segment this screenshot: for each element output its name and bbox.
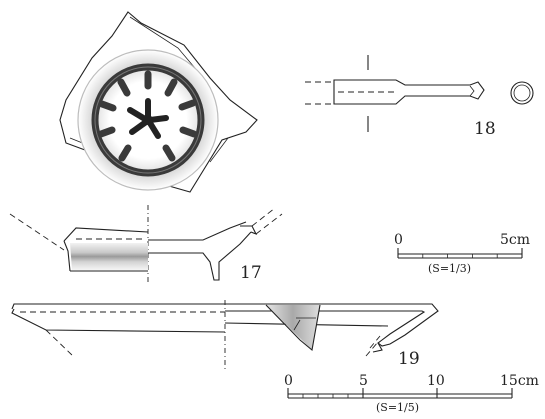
artifact-18: 18 [305,55,534,139]
scale-bar-fifth: 0 5 10 15cm (S=1/5) [284,373,539,414]
artifact-19: 19 [11,300,439,372]
label-18: 18 [474,119,496,139]
scale-fifth-tick-15cm: 15cm [500,373,539,389]
label-19: 19 [398,349,420,369]
scale-fifth-tick-5: 5 [359,373,368,389]
scale-third-tick-5cm: 5cm [500,232,530,248]
scale-bar-third: 0 5cm (S=1/3) [394,232,530,275]
label-17: 17 [240,263,262,283]
artifact-17: 17 [9,205,283,283]
scale-fifth-tick-10: 10 [427,373,445,389]
scale-fifth-tick-0: 0 [284,373,293,389]
scale-fifth-note: (S=1/5) [376,401,419,414]
fragment-plan-view [59,11,258,193]
scale-third-tick-0: 0 [394,232,403,248]
scale-third-note: (S=1/3) [428,262,471,275]
